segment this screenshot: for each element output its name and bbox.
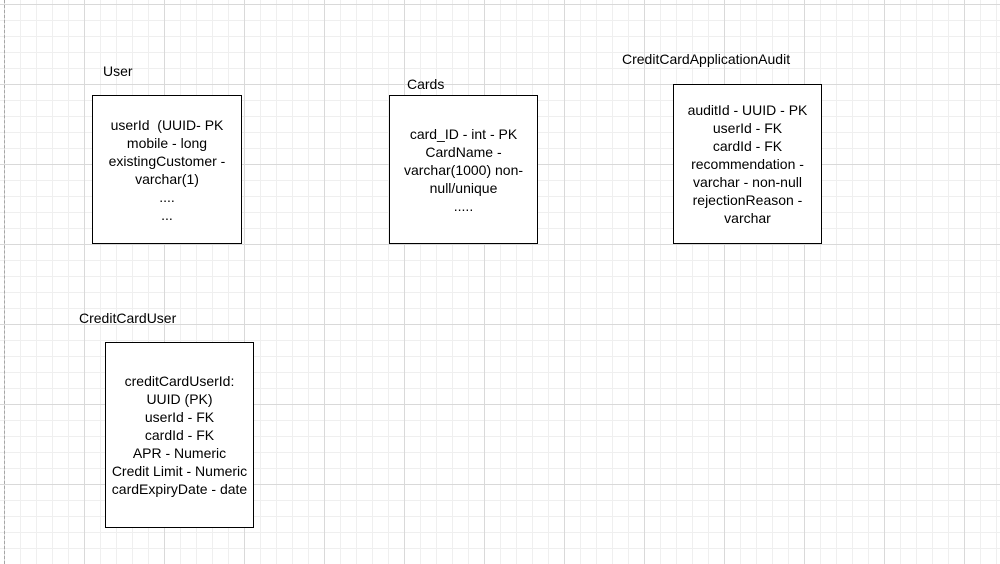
cards-field-line: CardName - — [425, 143, 502, 160]
user-field-line: userId (UUID- PK — [110, 116, 224, 133]
credit-card-user-field-line: APR - Numeric — [132, 445, 227, 461]
credit-card-user-field-line: cardId - FK — [144, 427, 215, 443]
credit-card-user-entity-title[interactable]: CreditCardUser — [79, 310, 177, 326]
audit-entity-box[interactable]: auditId - UUID - PK userId - FK cardId -… — [673, 84, 822, 244]
cards-field-line: null/unique — [429, 179, 498, 196]
page-boundary — [4, 0, 5, 564]
user-field-line: mobile - long — [126, 134, 208, 151]
user-field-line: ... — [161, 206, 173, 223]
user-entity-title[interactable]: User — [103, 63, 133, 79]
user-field-line: varchar(1) — [135, 170, 199, 187]
cards-field-line: ..... — [453, 197, 474, 214]
audit-field-line: varchar — [724, 210, 771, 226]
credit-card-user-entity-box[interactable]: creditCardUserId: UUID (PK) userId - FK … — [105, 342, 254, 528]
audit-field-line: varchar - non-null — [693, 174, 802, 190]
credit-card-user-field-line: creditCardUserId: — [124, 373, 235, 389]
cards-entity-box[interactable]: card_ID - int - PK CardName - varchar(10… — [389, 95, 538, 244]
audit-entity-title[interactable]: CreditCardApplicationAudit — [622, 51, 791, 67]
credit-card-user-field-line: UUID (PK) — [146, 391, 213, 407]
audit-field-line: userId - FK — [712, 120, 783, 136]
audit-field-line: recommendation - — [691, 156, 804, 172]
audit-field-line: cardId - FK — [712, 138, 783, 154]
cards-entity-title[interactable]: Cards — [407, 76, 445, 92]
cards-field-line: card_ID - int - PK — [409, 125, 518, 142]
user-field-line: .... — [159, 188, 175, 205]
credit-card-user-field-line: cardExpiryDate - date — [111, 481, 248, 497]
user-field-line: existingCustomer - — [108, 152, 226, 169]
credit-card-user-field-line: userId - FK — [144, 409, 215, 425]
user-entity-box[interactable]: userId (UUID- PK mobile - long existingC… — [92, 95, 242, 244]
cards-field-line: varchar(1000) non- — [403, 161, 524, 178]
credit-card-user-field-line: Credit Limit - Numeric — [111, 463, 248, 479]
audit-field-line: rejectionReason - — [692, 192, 803, 208]
audit-field-line: auditId - UUID - PK — [687, 102, 808, 118]
